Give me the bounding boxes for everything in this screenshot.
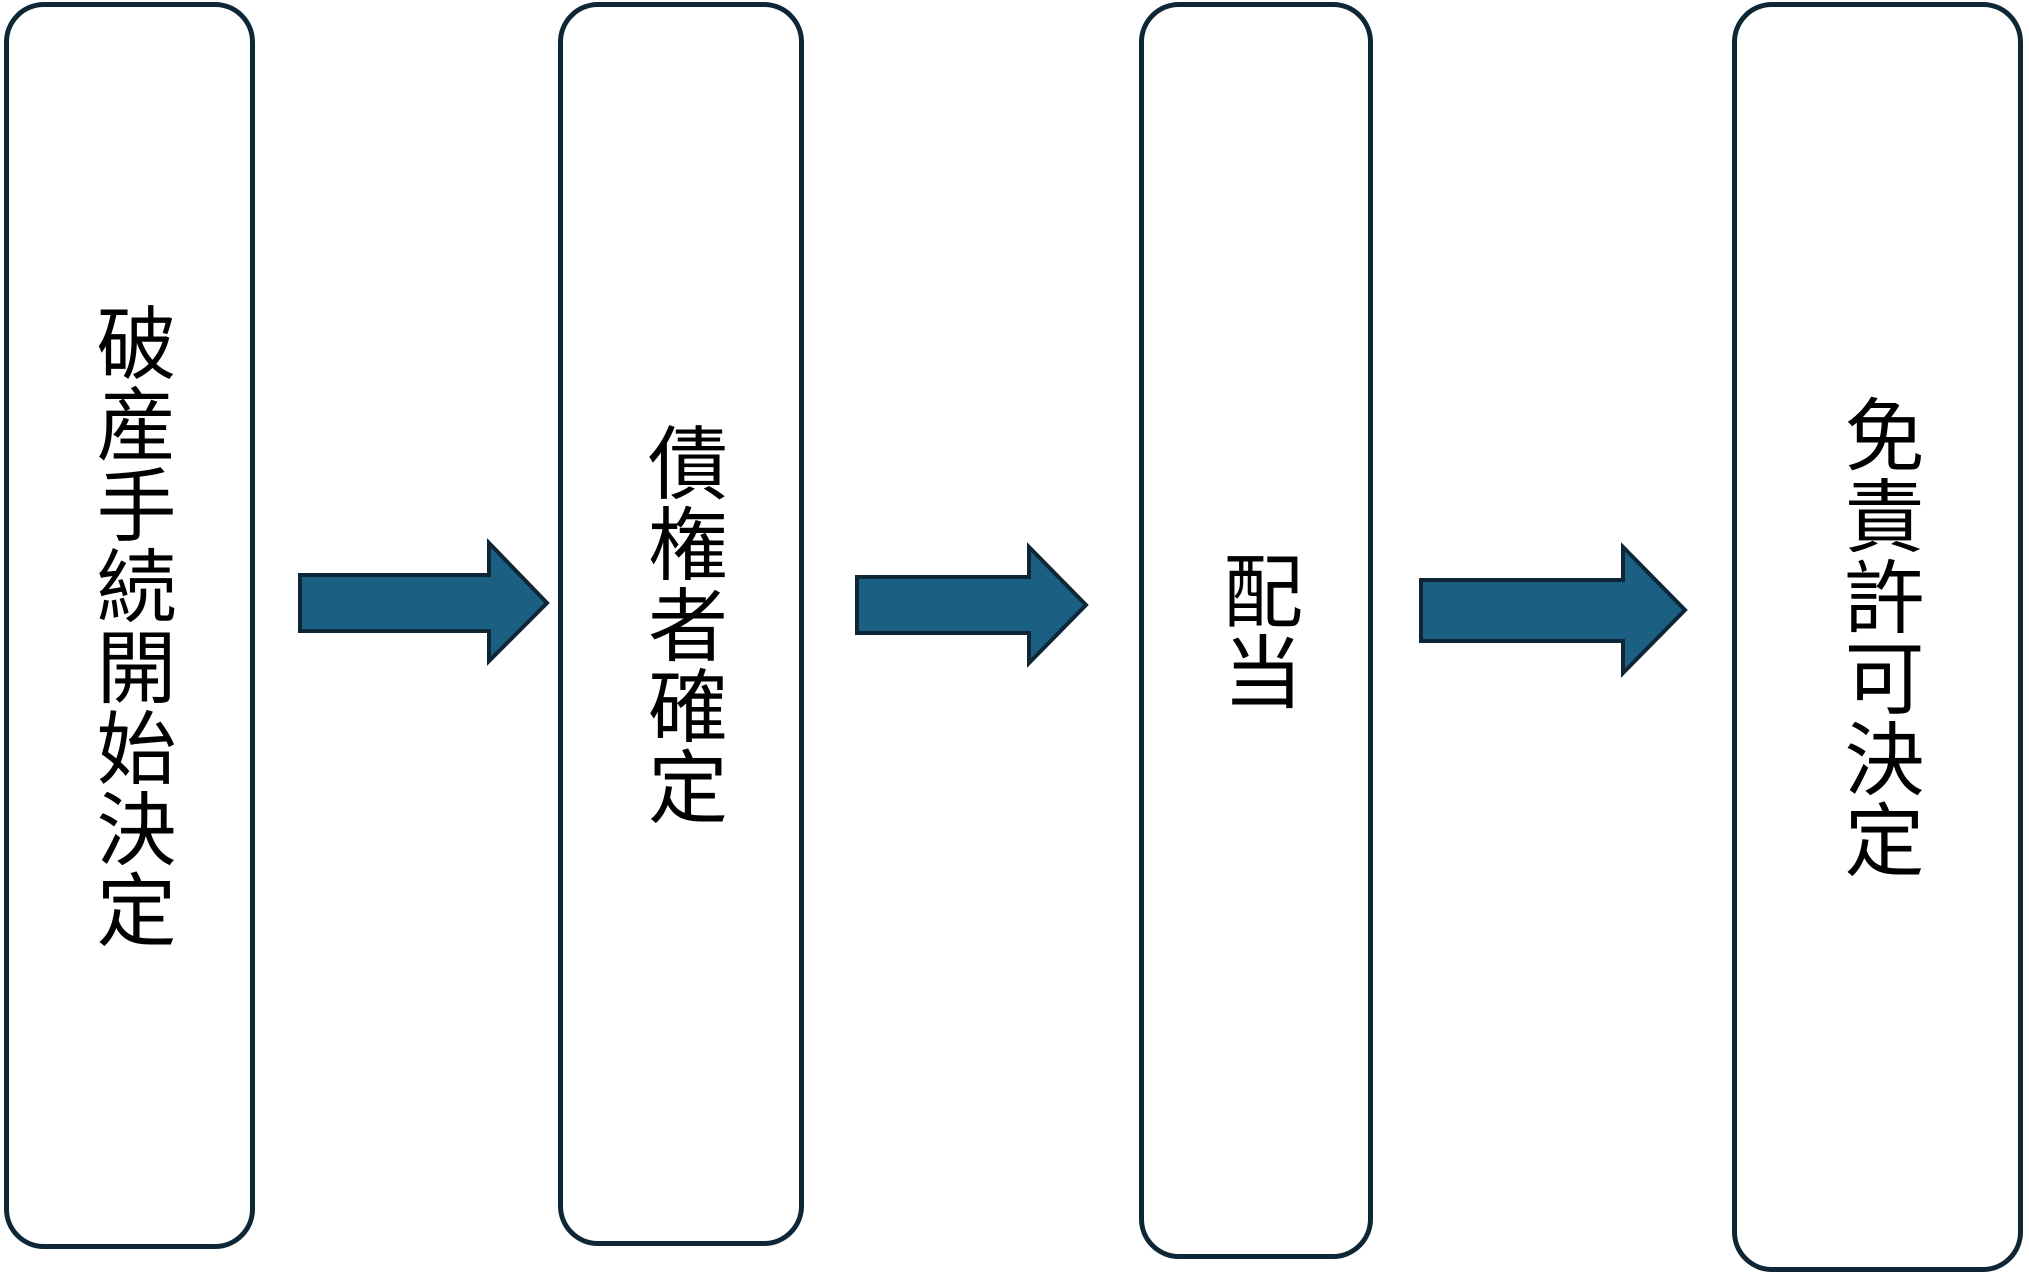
step-label: 債権者確定 (635, 421, 728, 827)
step-box-creditor-confirmation: 債権者確定 (558, 2, 804, 1246)
right-arrow-icon (298, 538, 550, 666)
step-box-distribution: 配当 (1139, 2, 1373, 1259)
step-label: 配当 (1210, 549, 1303, 712)
step-box-discharge-decision: 免責許可決定 (1732, 2, 2023, 1272)
step-label: 免責許可決定 (1831, 394, 1925, 880)
step-box-bankruptcy-commencement: 破産手続開始決定 (4, 2, 255, 1249)
right-arrow-icon (855, 542, 1089, 668)
right-arrow-icon (1419, 542, 1688, 678)
step-label: 破産手続開始決定 (83, 301, 177, 950)
